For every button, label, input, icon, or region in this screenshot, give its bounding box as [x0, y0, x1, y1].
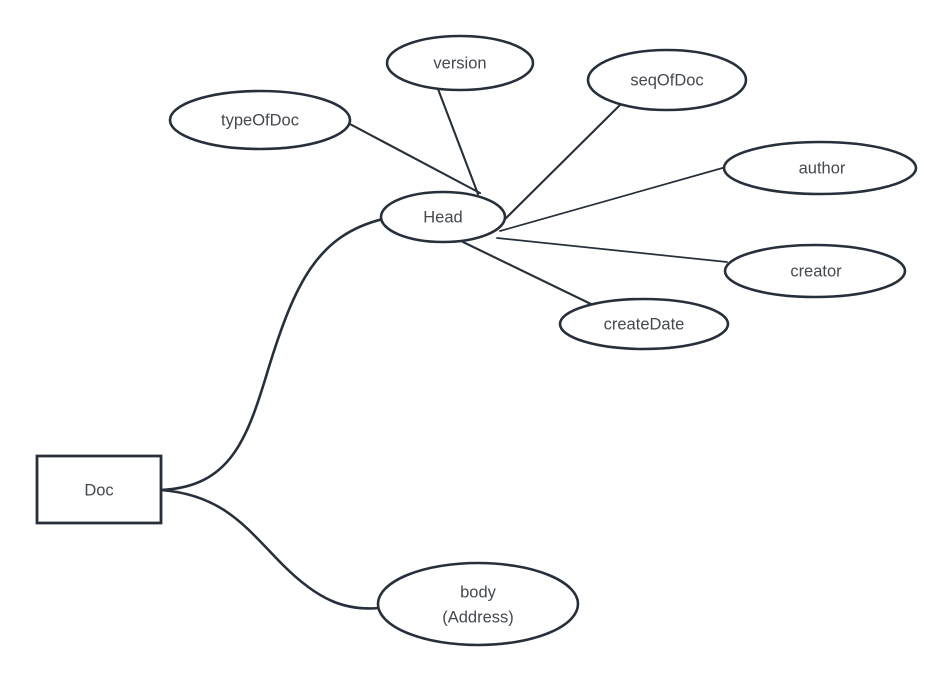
node-creator[interactable]: creator	[725, 245, 905, 297]
createdate-ellipse[interactable]	[560, 299, 728, 349]
creator-label: creator	[790, 262, 842, 280]
head-label: Head	[423, 208, 462, 226]
seqofdoc-ellipse[interactable]	[588, 50, 746, 110]
typeofdoc-label: typeOfDoc	[221, 111, 299, 129]
seqofdoc-label: seqOfDoc	[630, 71, 703, 89]
node-createdate[interactable]: createDate	[560, 299, 728, 349]
createdate-label: createDate	[604, 315, 685, 333]
body-label-line1: body	[460, 583, 497, 601]
version-label: version	[433, 54, 486, 72]
edge-doc-head[interactable]	[159, 217, 385, 492]
node-version[interactable]: version	[387, 36, 533, 90]
edge-head-typeofdoc[interactable]	[346, 121, 482, 195]
node-author[interactable]: author	[724, 142, 916, 194]
node-typeofdoc[interactable]: typeOfDoc	[170, 91, 350, 149]
edge-head-createdate[interactable]	[461, 240, 595, 307]
doc-rectangle[interactable]	[37, 456, 161, 523]
head-ellipse[interactable]	[381, 192, 505, 242]
edge-layer	[159, 87, 728, 610]
edge-head-version[interactable]	[436, 87, 480, 196]
node-seqofdoc[interactable]: seqOfDoc	[588, 50, 746, 110]
body-ellipse[interactable]	[378, 563, 578, 645]
node-head[interactable]: Head	[381, 192, 505, 242]
creator-ellipse[interactable]	[725, 245, 905, 297]
node-layer: Doc Head typeOfDoc version seqOfDoc	[37, 36, 916, 645]
body-label-line2: (Address)	[442, 608, 514, 626]
edge-head-author[interactable]	[499, 166, 727, 232]
edge-head-creator[interactable]	[496, 237, 728, 263]
edge-doc-body[interactable]	[159, 488, 381, 610]
edge-head-seqofdoc[interactable]	[495, 103, 622, 229]
typeofdoc-ellipse[interactable]	[170, 91, 350, 149]
node-body[interactable]: body (Address)	[378, 563, 578, 645]
doc-label: Doc	[84, 481, 113, 499]
author-ellipse[interactable]	[724, 142, 916, 194]
version-ellipse[interactable]	[387, 36, 533, 90]
author-label: author	[799, 159, 846, 177]
node-doc[interactable]: Doc	[37, 456, 161, 523]
